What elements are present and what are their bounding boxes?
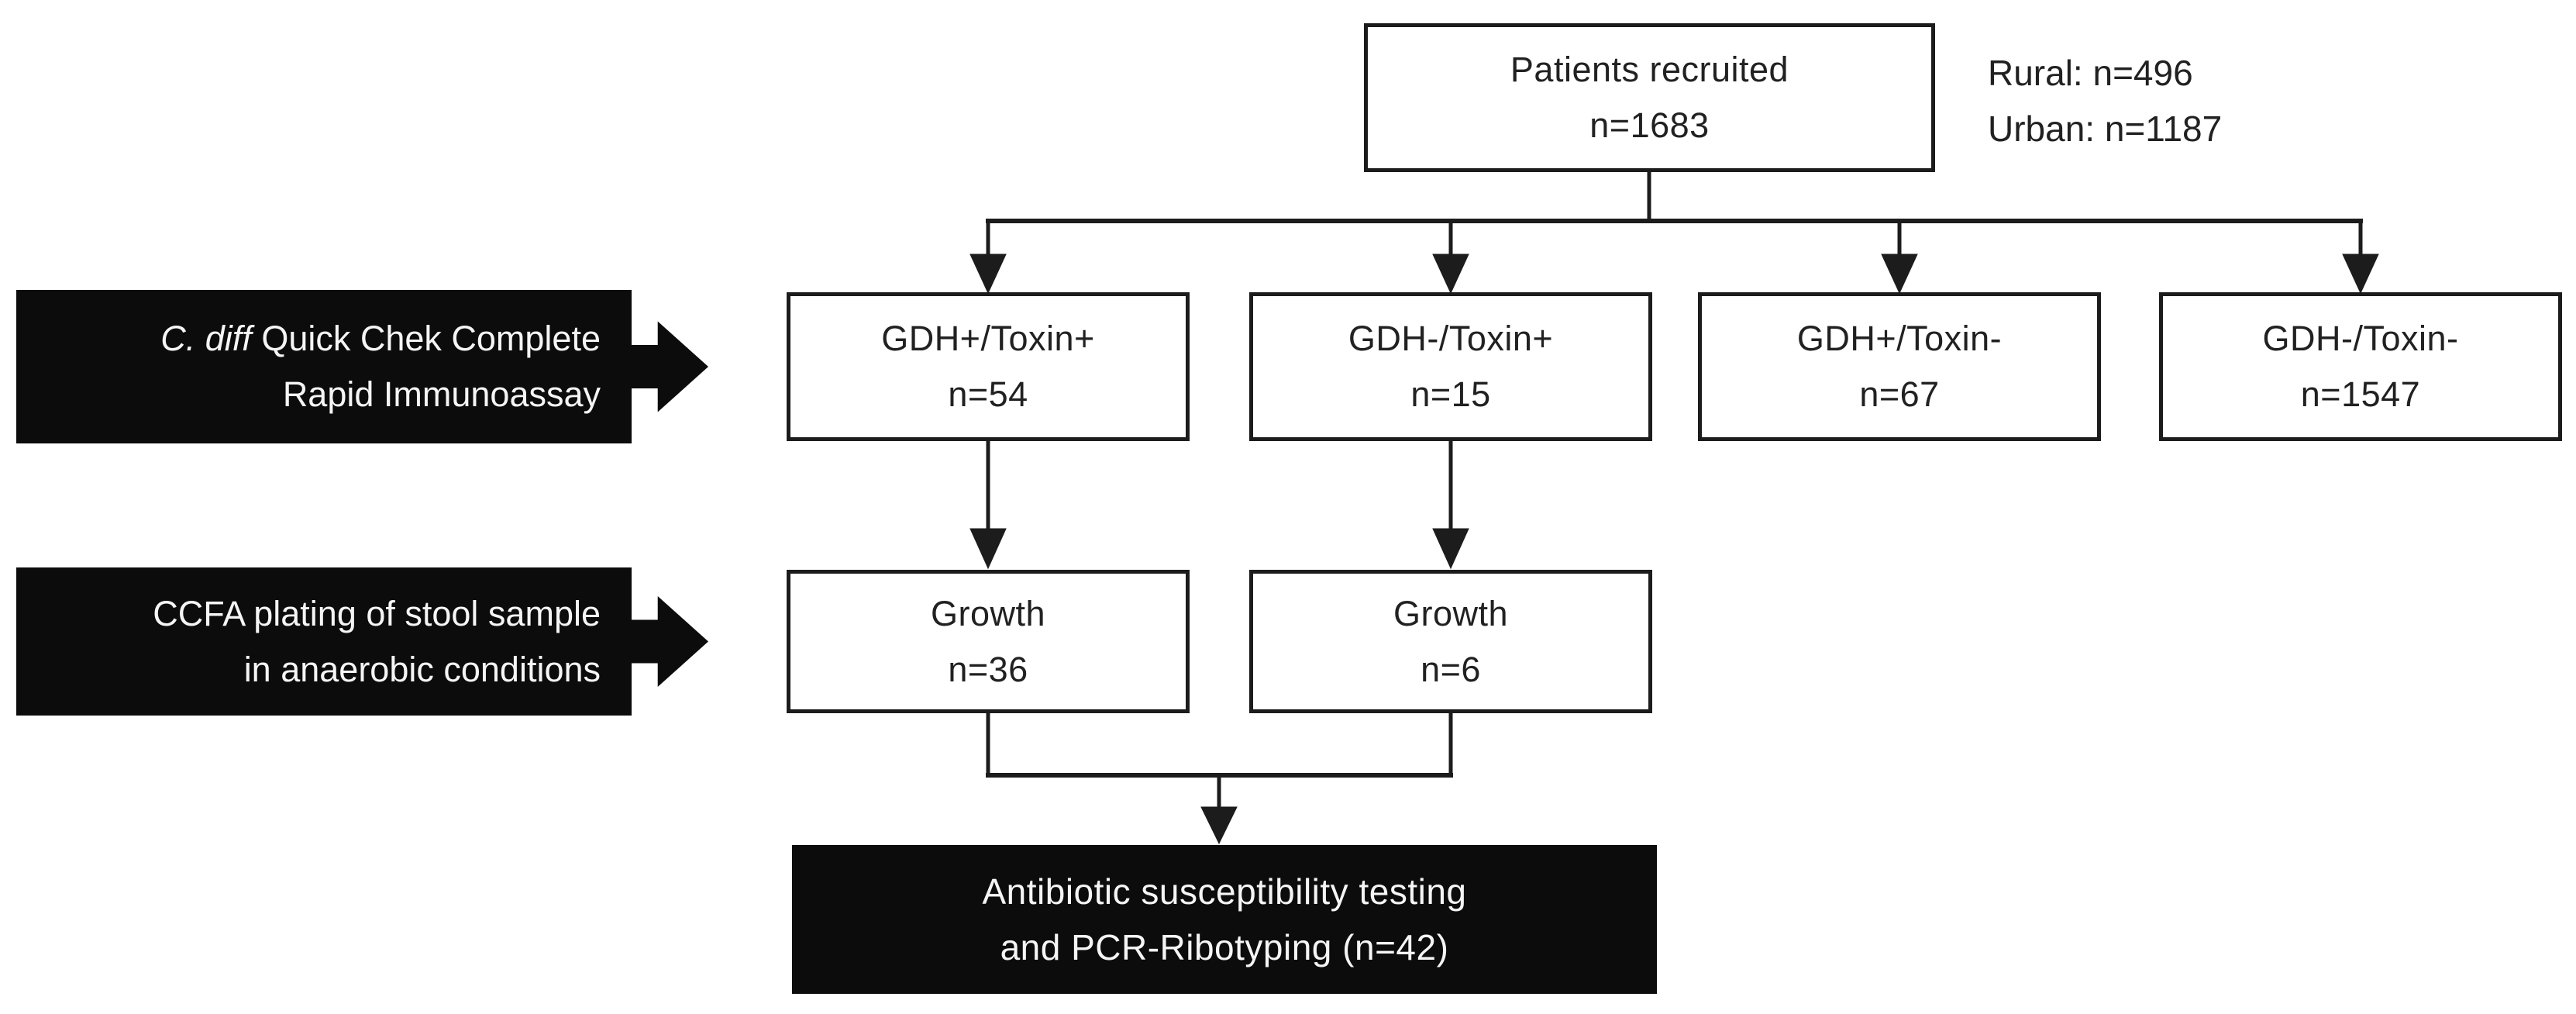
organism-name: C. diff — [160, 319, 252, 358]
node-title: Antibiotic susceptibility testing — [982, 871, 1467, 912]
stage-label-immunoassay: C. diff Quick Chek Complete Rapid Immuno… — [16, 290, 708, 443]
stage-label-line: C. diff Quick Chek Complete — [160, 319, 601, 358]
rural-count: Rural: n=496 — [1988, 53, 2193, 93]
node-title: and PCR-Ribotyping (n=42) — [1000, 927, 1449, 967]
merge-connector — [986, 713, 1453, 845]
node-count: n=54 — [948, 374, 1028, 414]
stage-label-line: CCFA plating of stool sample — [153, 593, 601, 633]
stage-label-ccfa-plating: CCFA plating of stool sample in anaerobi… — [16, 567, 708, 716]
node-gdh-neg-toxin-neg: GDH-/Toxin- n=1547 — [2159, 292, 2562, 441]
node-title: Patients recruited — [1510, 50, 1789, 89]
node-title: Growth — [1393, 593, 1509, 633]
node-growth-6: Growth n=6 — [1249, 570, 1652, 713]
node-count: n=67 — [1859, 374, 1940, 414]
stage-label-line: in anaerobic conditions — [243, 649, 601, 689]
node-gdh-pos-toxin-pos: GDH+/Toxin+ n=54 — [787, 292, 1190, 441]
node-title: GDH-/Toxin+ — [1348, 319, 1554, 358]
node-susceptibility-ribotyping: Antibiotic susceptibility testing and PC… — [792, 845, 1657, 994]
node-count: n=36 — [948, 649, 1028, 689]
urban-count: Urban: n=1187 — [1988, 109, 2223, 149]
node-gdh-pos-toxin-neg: GDH+/Toxin- n=67 — [1698, 292, 2101, 441]
branch-connector — [969, 172, 2379, 295]
node-count: n=1683 — [1589, 105, 1710, 145]
node-title: GDH+/Toxin- — [1796, 319, 2003, 358]
node-title: GDH+/Toxin+ — [881, 319, 1095, 358]
node-title: Growth — [930, 593, 1046, 633]
node-title: GDH-/Toxin- — [2262, 319, 2459, 358]
node-count: n=6 — [1421, 649, 1481, 689]
rural-urban-note: Rural: n=496 Urban: n=1187 — [1988, 45, 2222, 157]
node-count: n=15 — [1410, 374, 1491, 414]
node-growth-36: Growth n=36 — [787, 570, 1190, 713]
node-gdh-neg-toxin-pos: GDH-/Toxin+ n=15 — [1249, 292, 1652, 441]
growth-connectors — [969, 441, 1469, 570]
node-patients-recruited: Patients recruited n=1683 — [1364, 23, 1935, 172]
stage-label-line: Rapid Immunoassay — [282, 374, 601, 414]
node-count: n=1547 — [2300, 374, 2421, 414]
